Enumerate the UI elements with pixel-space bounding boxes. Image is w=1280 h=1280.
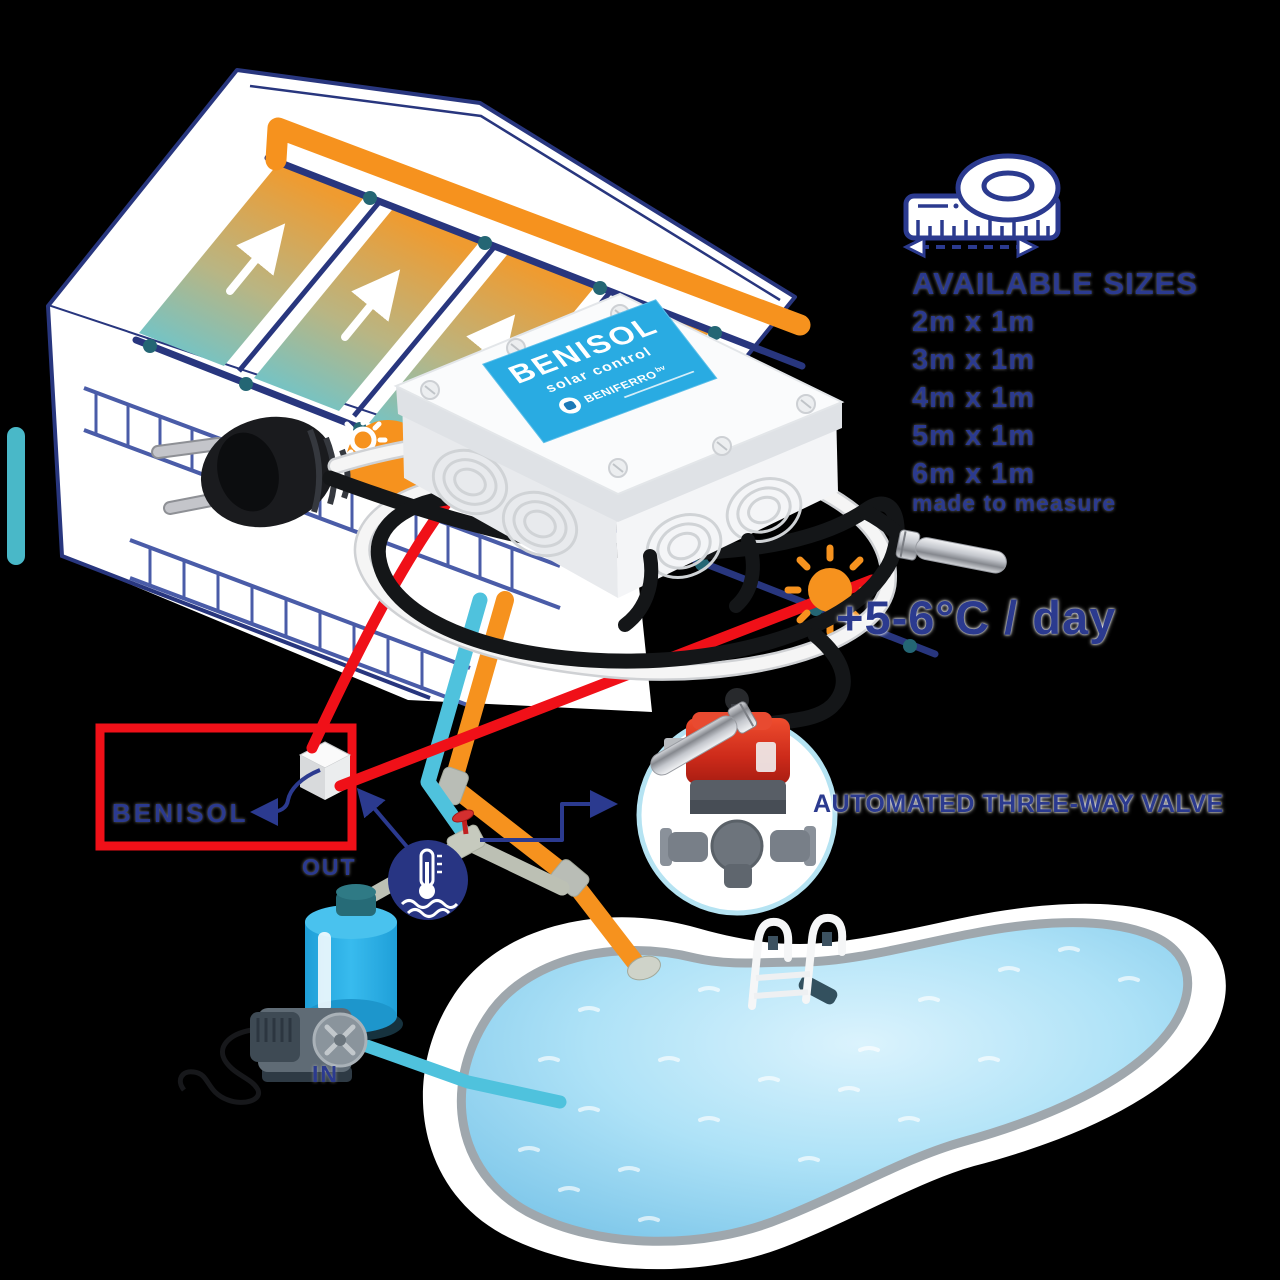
filter-tank	[299, 884, 403, 1041]
size-option: 4m x 1m	[912, 382, 1036, 414]
beniferro-logo-icon	[555, 394, 586, 417]
benisol-callout-arrow	[250, 768, 321, 826]
filter-pump-unit	[177, 884, 403, 1105]
power-cord	[177, 1027, 261, 1105]
valve-handle	[452, 809, 474, 823]
plug-pin	[153, 439, 223, 457]
automated-valve-label: AUTOMATED THREE-WAY VALVE	[813, 790, 1224, 818]
sun-icon-small	[784, 544, 876, 636]
temperature-probe-2	[650, 701, 758, 776]
knockouts	[431, 448, 803, 579]
water-temperature-badge	[356, 787, 468, 920]
tee-valve	[446, 809, 486, 860]
roof-inner-line	[249, 84, 781, 302]
pool-ladder	[748, 913, 847, 1010]
width-arrow	[902, 235, 1040, 259]
available-sizes-heading: AVAILABLE SIZES	[912, 266, 1198, 301]
sensor-pointer-arrow	[356, 787, 410, 850]
power-plug	[151, 416, 351, 528]
knockout-cable-stubs	[618, 533, 760, 632]
measuring-tape-icon	[902, 153, 1061, 259]
controller-name-label: BENISOL	[112, 798, 249, 828]
pool-pump	[177, 1008, 368, 1105]
temperature-gain-label: +5-6°C / day	[836, 591, 1117, 644]
valve-photo-badge	[636, 688, 838, 916]
size-option: 6m x 1m	[912, 458, 1036, 490]
water-ripples	[518, 946, 1140, 1222]
orange-pool-pipe	[443, 591, 647, 975]
size-option: 3m x 1m	[912, 344, 1036, 376]
temperature-probe-1	[895, 529, 1007, 574]
size-option: 5m x 1m	[912, 420, 1036, 452]
wall-outline	[46, 305, 431, 700]
cyan-pump-pipe	[343, 1033, 567, 1109]
orange-manifold-pipe	[265, 117, 811, 336]
size-option: 2m x 1m	[912, 306, 1036, 338]
pool-water	[456, 918, 1193, 1246]
in-label: IN	[312, 1061, 339, 1087]
red-cable-2	[334, 574, 878, 792]
made-to-measure-note: made to measure	[912, 490, 1117, 516]
valve-callout-arrow	[480, 790, 618, 842]
swimming-pool	[422, 903, 1226, 1270]
out-label: OUT	[302, 854, 357, 880]
